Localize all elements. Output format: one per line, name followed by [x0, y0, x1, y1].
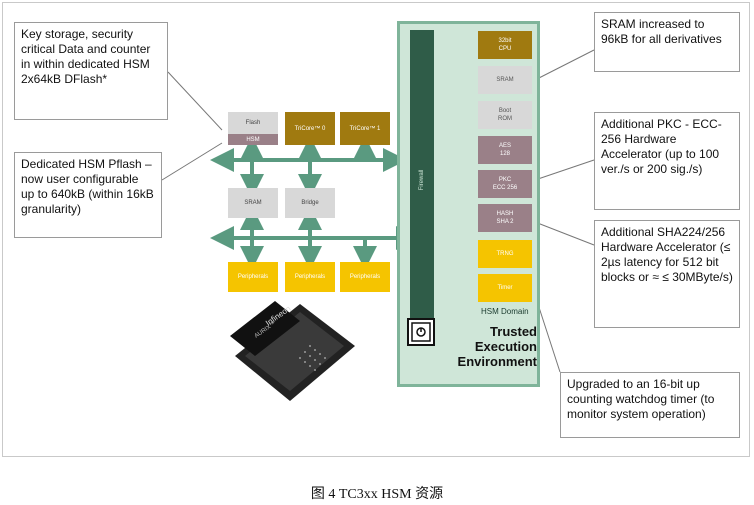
aurix-chip-image: Infineon AURIX™	[230, 301, 355, 401]
hsm-flash-block: HSM	[228, 134, 278, 145]
callout-pflash: Dedicated HSM Pflash – now user configur…	[14, 152, 162, 238]
hsm-boot-rom-block: Boot ROM	[478, 101, 532, 129]
trusted-execution-label: Trusted Execution Environment	[457, 324, 537, 369]
flash-block: Flash	[228, 112, 278, 134]
callout-pkc: Additional PKC - ECC-256 Hardware Accele…	[594, 112, 740, 210]
callout-sha: Additional SHA224/256 Hardware Accelerat…	[594, 220, 740, 328]
hsm-hash-block: HASH SHA 2	[478, 204, 532, 232]
hsm-timer-block: Timer	[478, 274, 532, 302]
leader-pflash	[161, 142, 223, 181]
sram-block: SRAM	[228, 188, 278, 218]
firewall-bar: Firewall	[410, 30, 434, 330]
peripherals-block-3: Peripherals	[340, 262, 390, 292]
tricore1-block: TriCore™ 1	[340, 112, 390, 145]
hsm-sram-block: SRAM	[478, 66, 532, 94]
figure-caption: 图 4 TC3xx HSM 资源	[310, 487, 444, 502]
leader-sram	[534, 49, 595, 81]
tricore0-block: TriCore™ 0	[285, 112, 335, 145]
leader-key-storage	[167, 71, 223, 131]
hsm-trng-block: TRNG	[478, 240, 532, 268]
firewall-label: Firewall	[419, 169, 425, 191]
callout-sram: SRAM increased to 96kB for all derivativ…	[594, 12, 740, 72]
peripherals-block-2: Peripherals	[285, 262, 335, 292]
hsm-cpu-block: 32bit CPU	[478, 31, 532, 59]
leader-sha	[534, 221, 595, 246]
safe-vault-icon	[407, 318, 435, 346]
hsm-pkc-block: PKC ECC 256	[478, 170, 532, 198]
callout-key-storage: Key storage, security critical Data and …	[14, 22, 168, 120]
hsm-aes-block: AES 128	[478, 136, 532, 164]
callout-timer: Upgraded to an 16-bit up counting watchd…	[560, 372, 740, 438]
leader-pkc	[534, 159, 595, 181]
bridge-block: Bridge	[285, 188, 335, 218]
peripherals-block-1: Peripherals	[228, 262, 278, 292]
hsm-domain-label: HSM Domain	[481, 307, 529, 316]
